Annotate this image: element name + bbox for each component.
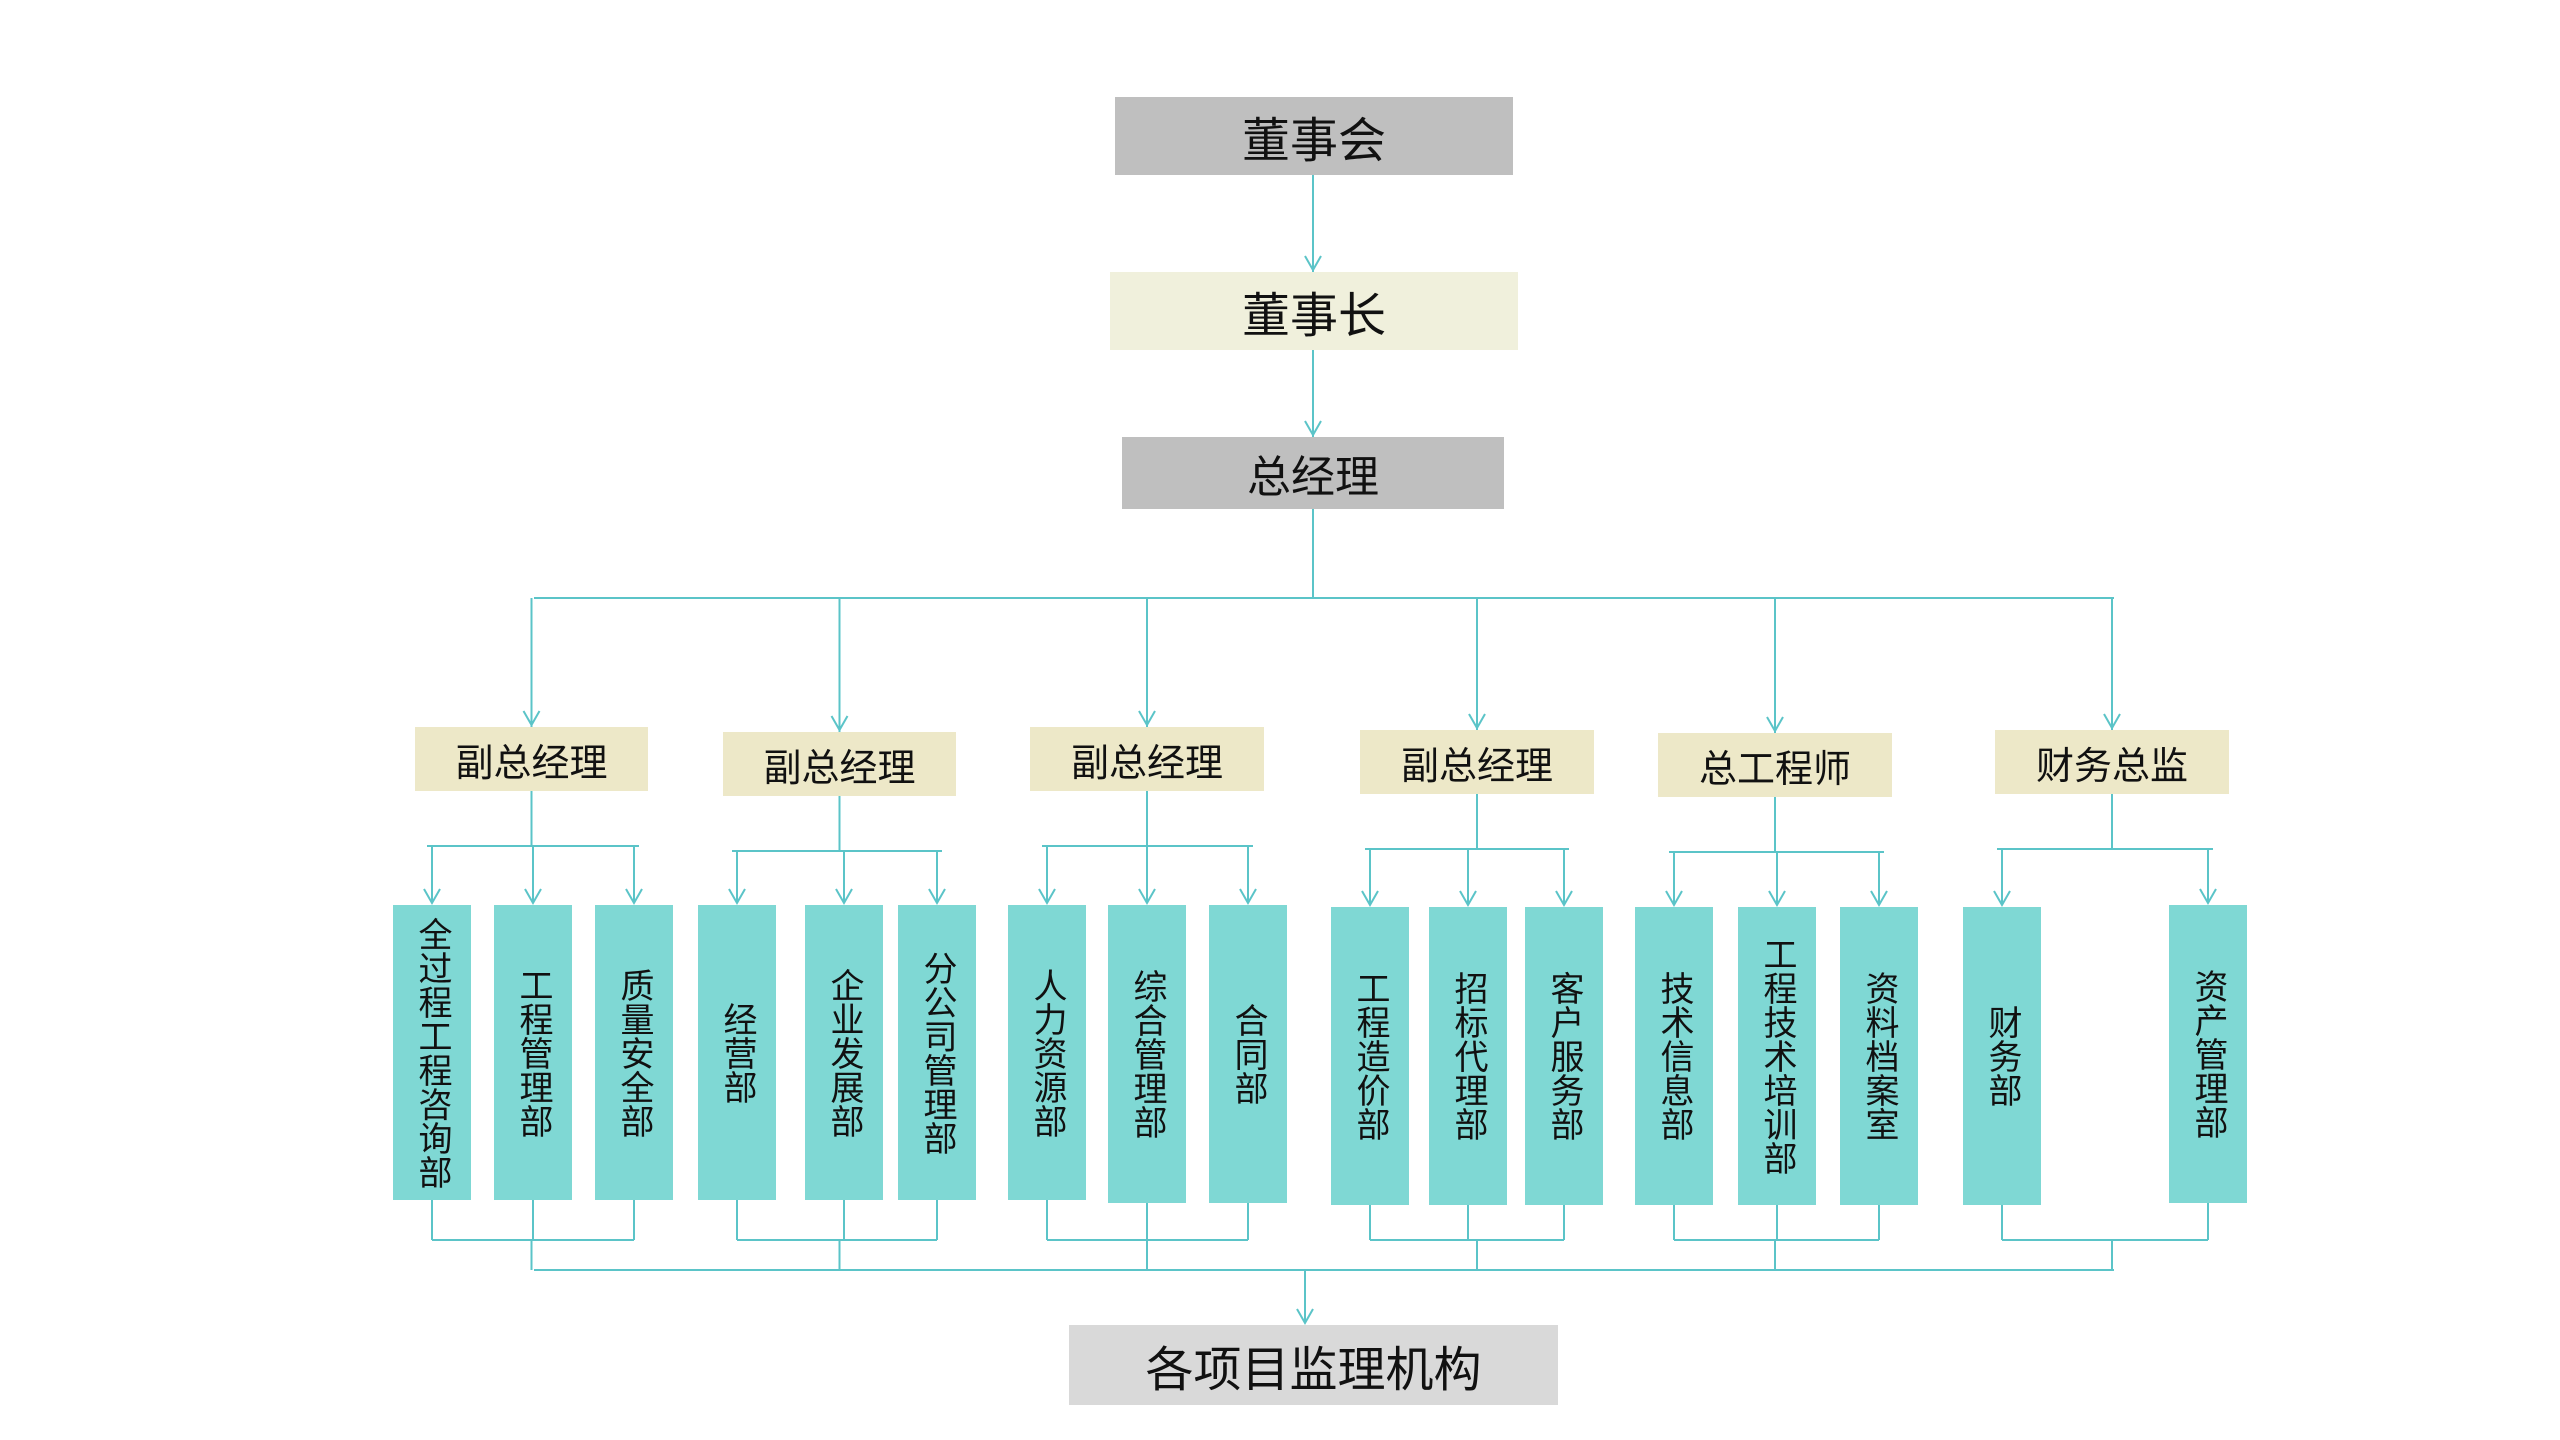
gm-label: 总经理 bbox=[1247, 452, 1379, 503]
gm-box: 总经理 bbox=[1122, 437, 1504, 509]
department-box: 综合管理部 bbox=[1108, 905, 1186, 1203]
department-box: 工程造价部 bbox=[1331, 907, 1409, 1205]
arrowhead bbox=[1138, 710, 1156, 728]
department-box: 招标代理部 bbox=[1429, 907, 1507, 1205]
arrowhead bbox=[1296, 1308, 1314, 1326]
arrowhead bbox=[1239, 888, 1257, 906]
arrowhead bbox=[1555, 890, 1573, 908]
chairman-box: 董事长 bbox=[1110, 272, 1518, 350]
manager-box-6: 财务总监 bbox=[1995, 730, 2229, 794]
arrowhead bbox=[1459, 890, 1477, 908]
arrowhead bbox=[423, 888, 441, 906]
department-label: 工程管理部 bbox=[513, 967, 553, 1138]
manager-label: 副总经理 bbox=[1400, 743, 1553, 788]
arrowhead bbox=[524, 888, 542, 906]
arrowhead bbox=[522, 710, 541, 728]
department-box: 经营部 bbox=[698, 905, 776, 1200]
arrowhead bbox=[1870, 890, 1888, 908]
department-box: 资产管理部 bbox=[2169, 905, 2247, 1203]
department-label: 财务部 bbox=[1982, 1005, 2022, 1107]
manager-label: 副总经理 bbox=[1070, 740, 1223, 785]
department-box: 财务部 bbox=[1963, 907, 2041, 1205]
department-box: 合同部 bbox=[1209, 905, 1287, 1203]
arrowhead bbox=[1138, 888, 1156, 906]
arrowhead bbox=[1766, 716, 1784, 734]
department-label: 客户服务部 bbox=[1544, 971, 1584, 1141]
arrowhead bbox=[2199, 888, 2217, 906]
arrowhead bbox=[1361, 890, 1379, 908]
department-label: 技术信息部 bbox=[1654, 971, 1694, 1141]
arrowhead bbox=[1304, 255, 1322, 273]
department-box: 技术信息部 bbox=[1635, 907, 1713, 1205]
project-supervision-box: 各项目监理机构 bbox=[1069, 1325, 1558, 1405]
department-box: 工程技术培训部 bbox=[1738, 907, 1816, 1205]
department-box: 工程管理部 bbox=[494, 905, 572, 1200]
arrowhead bbox=[1768, 890, 1786, 908]
department-box: 客户服务部 bbox=[1525, 907, 1603, 1205]
arrowhead bbox=[928, 888, 946, 906]
department-label: 人力资源部 bbox=[1027, 967, 1067, 1138]
manager-label: 总工程师 bbox=[1698, 746, 1851, 791]
arrowhead bbox=[1304, 420, 1322, 438]
manager-label: 副总经理 bbox=[763, 745, 916, 790]
department-box: 人力资源部 bbox=[1008, 905, 1086, 1200]
arrowhead bbox=[1468, 713, 1486, 731]
department-label: 资料档案室 bbox=[1859, 971, 1899, 1141]
department-box: 资料档案室 bbox=[1840, 907, 1918, 1205]
department-label: 招标代理部 bbox=[1448, 971, 1488, 1141]
arrowhead bbox=[2103, 713, 2121, 731]
department-label: 分公司管理部 bbox=[917, 950, 957, 1155]
department-label: 企业发展部 bbox=[824, 967, 864, 1138]
arrowhead bbox=[1038, 888, 1056, 906]
department-label: 资产管理部 bbox=[2188, 969, 2228, 1139]
manager-label: 财务总监 bbox=[2035, 743, 2188, 788]
board-label: 董事会 bbox=[1241, 113, 1386, 169]
department-label: 全过程工程咨询部 bbox=[412, 916, 452, 1189]
department-label: 质量安全部 bbox=[614, 967, 654, 1138]
manager-label: 副总经理 bbox=[455, 740, 608, 785]
department-label: 综合管理部 bbox=[1127, 969, 1167, 1139]
department-box: 企业发展部 bbox=[805, 905, 883, 1200]
manager-box-5: 总工程师 bbox=[1658, 733, 1892, 797]
department-label: 合同部 bbox=[1228, 1003, 1268, 1105]
department-label: 工程技术培训部 bbox=[1757, 937, 1797, 1175]
department-box: 分公司管理部 bbox=[898, 905, 976, 1200]
manager-box-3: 副总经理 bbox=[1030, 727, 1264, 791]
manager-box-4: 副总经理 bbox=[1360, 730, 1594, 794]
manager-box-2: 副总经理 bbox=[723, 732, 956, 796]
chairman-label: 董事长 bbox=[1241, 288, 1386, 344]
arrowhead bbox=[1665, 890, 1683, 908]
department-label: 经营部 bbox=[717, 1001, 757, 1104]
project-supervision-label: 各项目监理机构 bbox=[1145, 1342, 1482, 1398]
arrowhead bbox=[625, 888, 643, 906]
department-label: 工程造价部 bbox=[1350, 971, 1390, 1141]
arrowhead bbox=[835, 888, 853, 906]
department-box: 质量安全部 bbox=[595, 905, 673, 1200]
arrowhead bbox=[1993, 890, 2011, 908]
arrowhead bbox=[728, 888, 746, 906]
arrowhead bbox=[830, 715, 849, 733]
department-box: 全过程工程咨询部 bbox=[393, 905, 471, 1200]
board-box: 董事会 bbox=[1115, 97, 1513, 175]
manager-box-1: 副总经理 bbox=[415, 727, 648, 791]
